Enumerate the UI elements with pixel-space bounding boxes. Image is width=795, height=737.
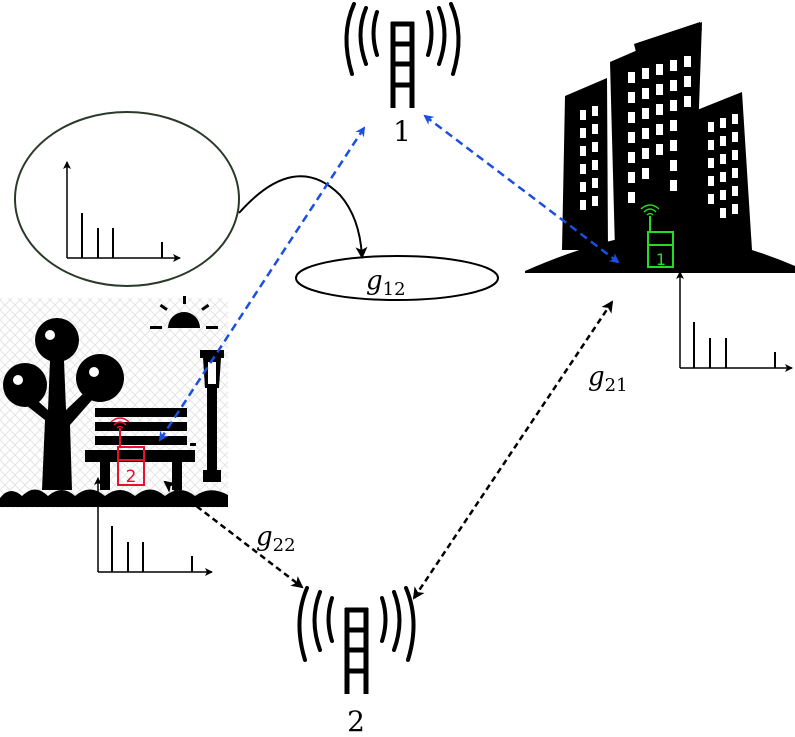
user-1-phone: 1: [640, 204, 674, 269]
radio-waves-icon: [297, 586, 416, 662]
zoom-arrow: [238, 175, 368, 259]
link-label-symbol: g: [588, 362, 605, 392]
bench-icon: [85, 408, 195, 490]
link-label-g22: g22: [256, 522, 296, 556]
signal-icon: [640, 204, 660, 216]
link-tower2-user1: [412, 300, 614, 600]
link-label-symbol: g: [256, 522, 273, 552]
antenna-tower-icon: [390, 21, 415, 108]
base-station-2-label: 2: [347, 705, 365, 737]
base-station-1-label: 1: [393, 115, 411, 148]
link-label-g21: g21: [588, 362, 628, 396]
signal-icon: [110, 417, 130, 429]
zoom-bubble: [14, 111, 240, 287]
radio-waves-icon: [344, 2, 461, 76]
link-tower2-user2: [163, 480, 304, 589]
link-label-g12: g12: [366, 266, 406, 300]
link-label-subscript: 22: [273, 535, 296, 556]
user-2-phone: 2: [110, 417, 145, 487]
user-2-label: 2: [126, 467, 137, 487]
base-station-1: 1: [344, 2, 461, 148]
spectrum-plot-bubble: [63, 161, 181, 262]
tree-icon: [3, 318, 124, 490]
link-tower1-user2: [158, 126, 366, 442]
park-scene-icon: [0, 296, 228, 508]
link-tower1-user1: [423, 114, 620, 264]
link-label-symbol: g: [366, 266, 383, 296]
link-label-subscript: 12: [383, 279, 406, 300]
user-1-label: 1: [656, 250, 666, 269]
base-station-2: 2: [297, 586, 416, 737]
spectrum-plot-city: [676, 271, 793, 372]
antenna-tower-icon: [344, 607, 369, 694]
link-label-subscript: 21: [605, 375, 628, 396]
